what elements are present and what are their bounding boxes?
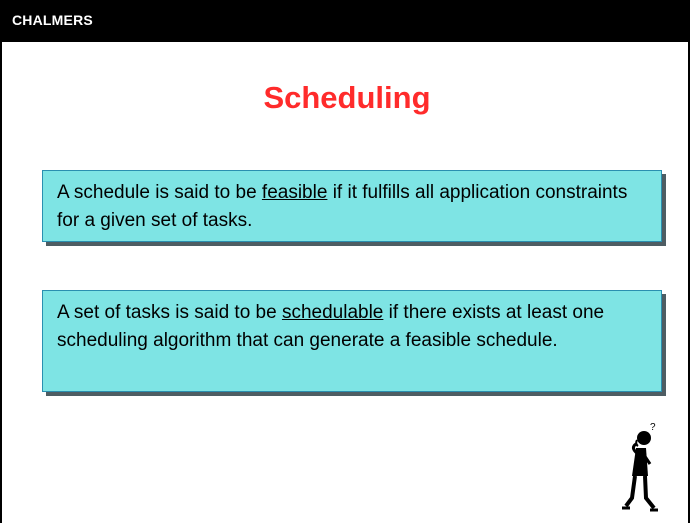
box2-text-before: A set of tasks is said to be [57,302,282,323]
definition-box-schedulable: A set of tasks is said to be schedulable… [42,290,662,392]
thinking-person-icon: ? [622,422,658,512]
brand-label: CHALMERS [12,12,93,28]
box1-text-before: A schedule is said to be [57,182,262,203]
box1-text-after: if it fulfills all application constrain… [57,182,628,231]
term-schedulable: schedulable [281,302,384,323]
definition-box-feasible: A schedule is said to be feasible if it … [42,170,662,242]
box2-text-after: if there exists at least one scheduling … [57,302,605,351]
slide-title: Scheduling [263,80,431,115]
header-bar: CHALMERS [2,0,690,42]
svg-text:?: ? [650,422,656,433]
term-feasible: feasible [261,182,328,203]
